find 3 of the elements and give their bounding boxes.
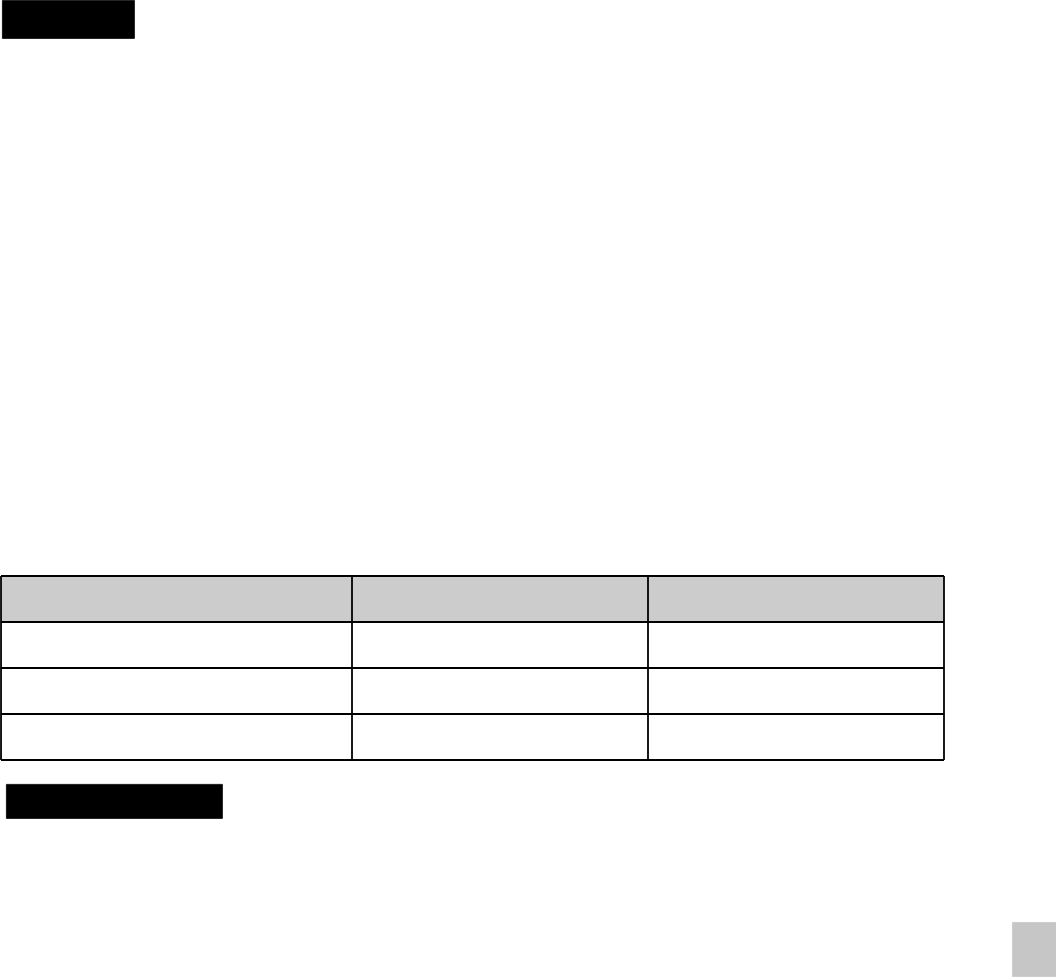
header-bar [2,0,135,39]
page-tab [1012,922,1056,977]
header-bar [6,784,223,819]
